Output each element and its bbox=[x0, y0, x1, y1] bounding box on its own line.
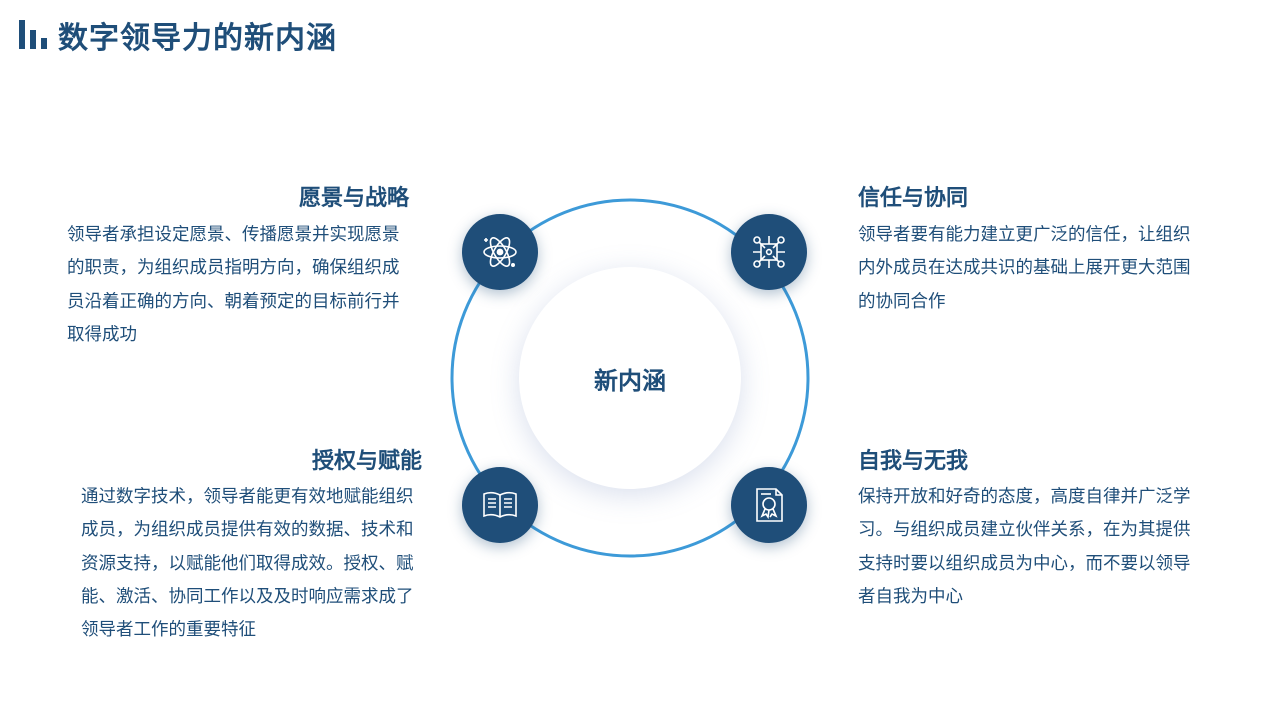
network-icon bbox=[753, 236, 785, 268]
vision-title: 愿景与战略 bbox=[298, 186, 409, 211]
self-body: 保持开放和好奇的态度，高度自律并广泛学习。与组织成员建立伙伴关系，在为其提供支持… bbox=[858, 487, 1191, 607]
atom-icon bbox=[483, 237, 517, 267]
center-label: 新内涵 bbox=[594, 366, 666, 395]
trust-body: 领导者要有能力建立更广泛的信任，让组织内外成员在达成共识的基础上展开更大范围的协… bbox=[858, 225, 1191, 312]
bar-chart-icon bbox=[19, 20, 47, 49]
empower-node bbox=[462, 467, 538, 543]
trust-node bbox=[731, 214, 807, 290]
center-circle: 新内涵 bbox=[519, 267, 741, 489]
empower-title: 授权与赋能 bbox=[311, 449, 422, 474]
empower-body: 通过数字技术，领导者能更有效地赋能组织成员，为组织成员提供有效的数据、技术和资源… bbox=[81, 487, 414, 641]
trust-title: 信任与协同 bbox=[858, 186, 969, 211]
self-node bbox=[731, 467, 807, 543]
certificate-icon bbox=[756, 488, 783, 522]
self-title: 自我与无我 bbox=[858, 449, 969, 474]
page-title: 数字领导力的新内涵 bbox=[58, 21, 337, 56]
vision-body: 领导者承担设定愿景、传播愿景并实现愿景的职责，为组织成员指明方向，确保组织成员沿… bbox=[67, 225, 400, 345]
vision-node bbox=[462, 214, 538, 290]
open-book-icon bbox=[483, 491, 517, 518]
